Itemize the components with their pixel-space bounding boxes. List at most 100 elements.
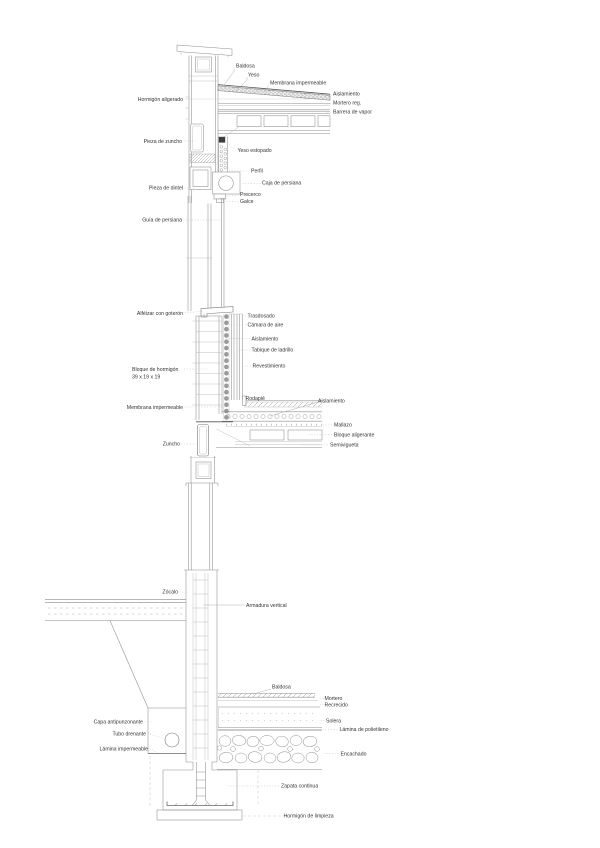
vertical-rebar-ladder: [191, 762, 211, 806]
yeso-estopado-mark: [218, 136, 226, 143]
label-caja-persiana: Caja de persiana: [262, 181, 301, 187]
label-guia-persiana: Guía de persiana: [142, 218, 182, 224]
roof-slab-blocks: [236, 115, 331, 127]
leader-aislamiento-floor: [269, 402, 317, 417]
label-zapata-continua: Zapata continua: [281, 784, 318, 790]
solera-dots: [222, 713, 318, 721]
label-hormigon-limpieza: Hormigón de limpieza: [284, 814, 334, 820]
floor-insulation-circles: [225, 414, 322, 419]
foundation-wall: [185, 570, 218, 770]
alfeizar-shape: [200, 306, 234, 318]
lintel-shutterbox-zone: [189, 123, 241, 203]
ground-floor-slab: [216, 400, 323, 448]
label-baldosa-floor: Baldosa: [272, 685, 291, 691]
label-solera: Solera: [326, 719, 341, 725]
label-capa-antipunzonante: Capa antipunzonante: [94, 720, 143, 726]
leader-precerco: [225, 194, 239, 197]
plain-wall: [184, 482, 219, 571]
label-trasdosado: Trasdosado: [248, 314, 275, 320]
window-opening: [186, 196, 225, 312]
label-encachado: Encachado: [341, 752, 367, 758]
floor-mortar-hatch: [244, 402, 322, 407]
shutter-roll: [218, 175, 234, 191]
leader-tubo-drenante: [147, 733, 165, 739]
excavation-slope: [109, 620, 149, 709]
hormigon-limpieza-shape: [156, 809, 243, 821]
footing: [156, 762, 243, 821]
label-revestimiento: Revestimiento: [253, 364, 286, 370]
label-aislamiento-floor: Aislamiento: [318, 399, 345, 405]
label-alfeizar: Alféizar con goterón: [137, 311, 183, 317]
leader-yeso-estopado: [226, 141, 236, 151]
block-wall: [192, 315, 223, 420]
label-mortero-reg: Mortero reg.: [333, 101, 361, 107]
perfil-dots: [219, 145, 227, 172]
label-rodapie: Rodapié: [246, 396, 265, 402]
label-mallazo: Mallazo: [334, 423, 352, 429]
footing-rebar-hooked: [166, 801, 234, 806]
caja-persiana-shape: [212, 171, 241, 195]
leader-yeso: [235, 77, 248, 92]
label-membrana-wall: Membrana impermeable: [127, 405, 183, 411]
leader-alfeizar: [184, 310, 205, 314]
roof-buildup: [217, 84, 331, 141]
label-aislamiento-roof: Aislamiento: [333, 92, 360, 98]
parapet-zuncho-block: [195, 56, 212, 73]
label-barrera-vapor: Barrera de vapor: [333, 110, 372, 116]
label-baldosa-roof: Baldosa: [236, 64, 255, 70]
leader-galce: [223, 200, 239, 203]
label-pieza-zuncho: Pieza de zuncho: [144, 139, 182, 145]
label-precerco: Precerco: [240, 192, 261, 198]
label-bloque-aligerante: Bloque aligerante: [334, 433, 374, 439]
bottom-floor-buildup: [217, 693, 322, 770]
label-recrecido: Recrecido: [325, 703, 348, 709]
leader-aislamiento-roof: [323, 94, 332, 98]
label-mortero: Mortero: [325, 696, 343, 702]
guia-persiana-shape: [220, 198, 225, 312]
pieza-dintel-shape: [189, 166, 212, 190]
label-bloque-hormigon: Bloque de hormigón: [132, 367, 179, 373]
galce-shape: [216, 198, 224, 203]
leader-lines: [144, 68, 339, 817]
label-yeso: Yeso: [248, 73, 259, 79]
label-armadura-vertical: Armadura vertical: [246, 603, 287, 609]
label-camara-aire: Cámara de aire: [248, 323, 284, 329]
label-perfil: Perfil: [251, 169, 263, 175]
encachado-stones: [217, 735, 320, 764]
label-tubo-drenante: Tubo drenante: [112, 732, 146, 738]
label-yeso-estopado: Yeso estopado: [238, 148, 272, 154]
label-zuncho: Zuncho: [163, 442, 180, 448]
brick-course: [189, 153, 216, 163]
label-bloque-hormigon-dim: 39 x 19 x 19: [132, 375, 160, 381]
label-lamina-impermeable: Lámina impermeable: [100, 747, 149, 753]
drain-detail: [147, 707, 259, 806]
tubo-drenante-shape: [164, 732, 180, 748]
leader-baldosa-roof: [222, 68, 235, 88]
leader-barrera-vapor: [323, 111, 332, 114]
bloque-aligerante-shape: [249, 429, 285, 441]
label-lamina-polietileno: Lámina de polietileno: [340, 727, 389, 733]
leader-mortero-reg: [323, 103, 332, 105]
label-hormigon-aligerado: Hormigón aligerado: [138, 97, 183, 103]
pieza-zuncho-shape: [190, 123, 204, 153]
gravel-tile-layer: [217, 85, 331, 101]
leader-membrana-roof: [262, 85, 270, 93]
label-aislamiento-wall: Aislamiento: [252, 336, 279, 342]
zuncho-shape: [197, 424, 209, 457]
roof-membrane-line: [217, 84, 331, 95]
label-zocalo: Zócalo: [162, 590, 178, 596]
precerco-shape: [213, 193, 226, 200]
bloque-aligerante-shape: [287, 429, 323, 441]
label-semivigueta: Semivigueta: [330, 443, 359, 449]
window-sill: [200, 306, 234, 318]
label-membrana-roof: Membrana impermeable: [270, 81, 326, 87]
interior-lining: [223, 313, 247, 421]
labels: Hormigón aligerado Pieza de zuncho Pieza…: [94, 64, 389, 820]
label-tabique: Tabique de ladrillo: [252, 348, 294, 354]
exterior-pavement: [45, 599, 186, 709]
baldosa-hatch: [218, 693, 315, 698]
label-pieza-dintel: Pieza de dintel: [149, 186, 183, 192]
leader-lamina-impermeable: [149, 748, 158, 753]
